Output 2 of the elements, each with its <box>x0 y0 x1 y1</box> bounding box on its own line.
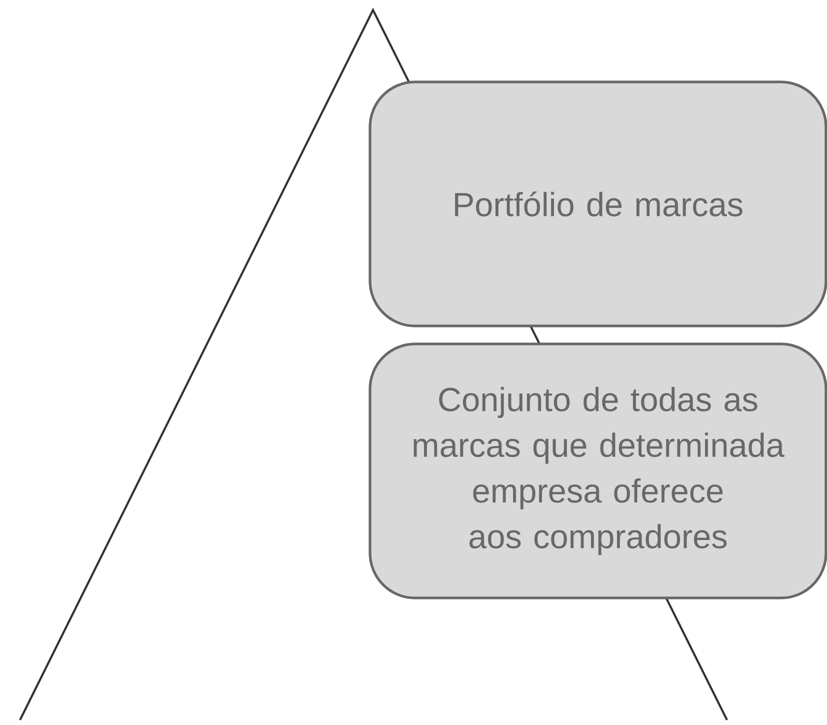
rounded-box: Portfólio de marcas <box>368 80 827 328</box>
rounded-box: Conjunto de todas as marcas que determinada empresa oferece aos compradores <box>368 342 827 600</box>
